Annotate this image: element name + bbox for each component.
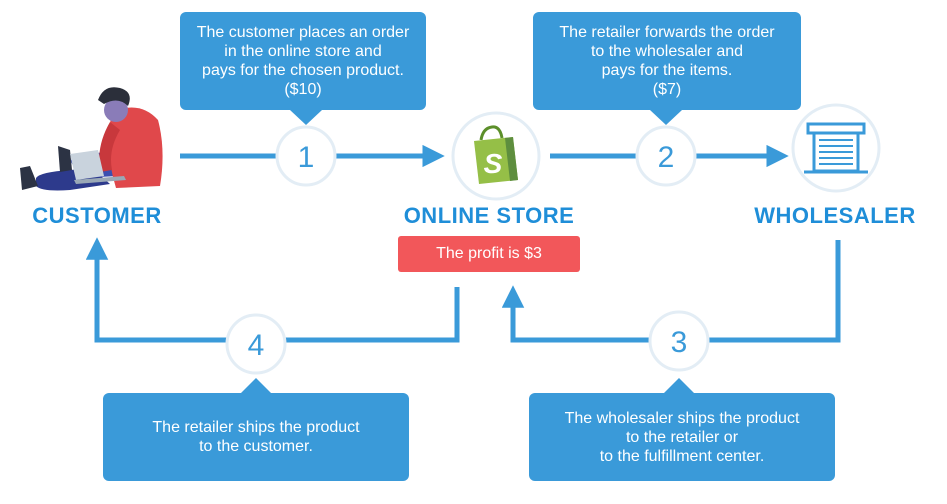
step-2-callout: The retailer forwards the order to the w…: [533, 12, 801, 110]
step-4-callout: The retailer ships the product to the cu…: [103, 393, 409, 481]
step-4-badge: 4: [225, 313, 287, 375]
step-1-badge: 1: [275, 125, 337, 187]
step-1-amount: ($10): [284, 81, 322, 98]
step-3-line: to the fulfillment center.: [599, 447, 765, 465]
step-2-badge: 2: [635, 125, 697, 187]
customer-label: CUSTOMER: [32, 203, 162, 228]
step-1-number: 1: [298, 141, 315, 174]
store-label: ONLINE STORE: [403, 203, 575, 228]
step-2-line: to the wholesaler and: [590, 43, 744, 60]
step-1-line: pays for the chosen product.: [202, 62, 404, 79]
step-3-badge: 3: [648, 310, 710, 372]
profit-badge: The profit is $3: [398, 236, 580, 272]
shopify-bag-icon: S: [451, 111, 541, 201]
step-1-callout: The customer places an order in the onli…: [180, 12, 426, 110]
wholesaler-label: WHOLESALER: [754, 203, 916, 228]
person-with-laptop-icon: [20, 87, 163, 191]
callout-pointer-3: [663, 378, 695, 394]
step-2-amount: ($7): [652, 81, 682, 98]
callout-pointer-2: [650, 110, 682, 125]
svg-text:S: S: [484, 148, 503, 179]
step-4-number: 4: [248, 329, 265, 362]
step-2-line: pays for the items.: [601, 62, 733, 79]
warehouse-icon: [791, 103, 881, 193]
step-2-line: The retailer forwards the order: [559, 24, 775, 41]
step-3-number: 3: [671, 326, 688, 359]
step-1-line: The customer places an order: [196, 24, 410, 41]
step-1-line: in the online store and: [224, 43, 382, 60]
step-3-line: to the retailer or: [625, 428, 739, 446]
step-3-line: The wholesaler ships the product: [564, 409, 800, 427]
step-3-callout: The wholesaler ships the product to the …: [529, 393, 835, 481]
callout-pointer-1: [290, 110, 322, 125]
callout-pointer-4: [240, 378, 272, 394]
step-2-number: 2: [658, 141, 675, 174]
step-4-line: to the customer.: [199, 438, 313, 455]
step-4-line: The retailer ships the product: [152, 419, 360, 436]
